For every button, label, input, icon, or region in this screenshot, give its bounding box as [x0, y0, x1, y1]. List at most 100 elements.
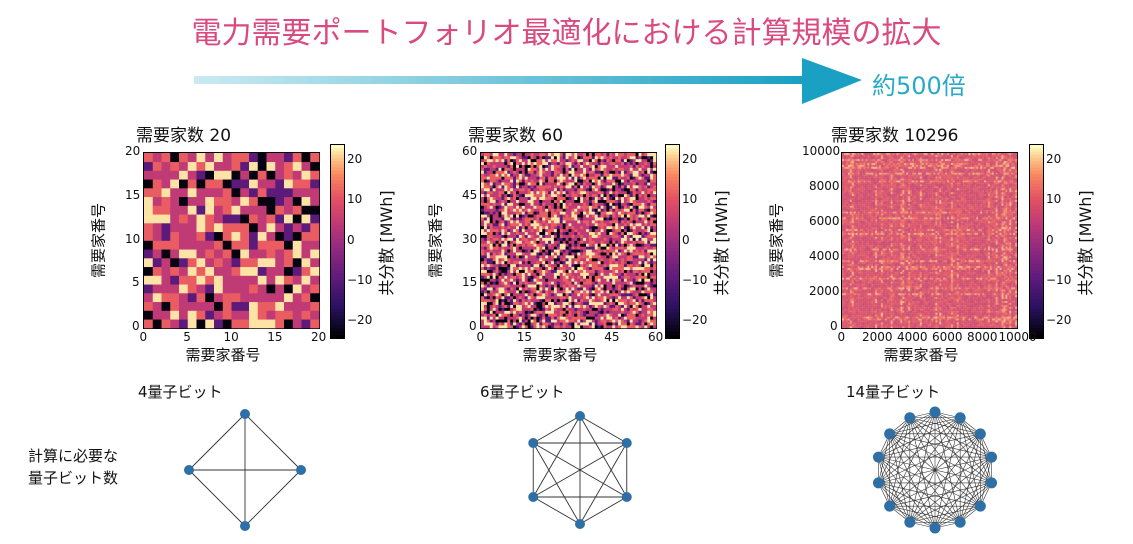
qubit-label-14: 14量子ビット	[846, 383, 941, 401]
heatmap-60	[480, 152, 657, 329]
graph-edge	[909, 505, 981, 523]
colorbar-label: 共分散 [MWh]	[1076, 189, 1095, 296]
y-axis-label: 需要家番号	[89, 202, 108, 278]
colorbar-tick-label: −10	[347, 272, 373, 287]
required-qubits-line-1: 計算に必要な	[28, 447, 119, 465]
qubit-graph-4	[184, 409, 306, 531]
qubit-graph-14	[872, 406, 998, 534]
graph-edge	[909, 417, 981, 507]
y-tick-label: 8000	[809, 179, 840, 193]
graph-edge	[579, 496, 627, 525]
y-axis-label: 需要家番号	[767, 202, 786, 278]
scale-arrow	[194, 58, 862, 104]
colorbar-2	[665, 144, 680, 339]
graph-edge	[889, 417, 961, 435]
y-axis-label: 需要家番号	[426, 202, 445, 278]
x-tick-label: 10	[223, 330, 239, 344]
x-tick-label: 8000	[967, 330, 998, 344]
colorbar-tick-label: 0	[682, 232, 690, 247]
required-qubits-label: 計算に必要な 量子ビット数	[28, 445, 118, 489]
qubit-node	[872, 477, 884, 489]
y-tick-label: 15	[125, 187, 141, 202]
graph-edge	[889, 505, 936, 529]
qubit-label-6: 6量子ビット	[480, 383, 565, 401]
graph-edge	[188, 469, 246, 527]
qubit-node	[621, 492, 632, 502]
graph-edge	[878, 433, 981, 458]
qubit-node	[296, 465, 306, 475]
x-tick-label: 0	[837, 330, 846, 344]
graph-edge	[532, 442, 581, 525]
colorbar-label: 共分散 [MWh]	[377, 189, 396, 296]
panel-title-10296: 需要家数 10296	[831, 126, 959, 146]
graph-edge	[878, 433, 890, 483]
y-tick-label: 0	[830, 319, 838, 333]
y-tick-label: 10	[125, 231, 141, 246]
x-tick-label: 5	[183, 330, 191, 344]
y-tick-label: 20	[125, 144, 141, 158]
graph-edge	[909, 417, 992, 484]
qubit-node	[884, 500, 896, 512]
panel-title-20: 需要家数 20	[136, 126, 232, 146]
colorbar-1	[330, 144, 345, 339]
qubit-node	[986, 451, 998, 463]
y-tick-label: 6000	[809, 214, 840, 228]
y-tick-label: 45	[462, 187, 478, 202]
graph-edge	[878, 456, 911, 523]
graph-edge	[889, 433, 961, 523]
graph-edge	[934, 411, 992, 458]
colorbar-tick-label: 20	[682, 152, 698, 166]
y-tick-label: 0	[132, 319, 140, 333]
graph-edge	[878, 482, 936, 529]
y-tick-label: 60	[462, 144, 478, 158]
graph-edge	[878, 417, 911, 484]
graph-edge	[878, 456, 981, 507]
graph-edge	[909, 417, 961, 523]
qubit-node	[884, 428, 896, 440]
graph-edge	[934, 433, 981, 529]
qubit-node	[986, 477, 998, 489]
colorbar-tick-label: 10	[347, 192, 363, 207]
x-axis-label: 需要家番号	[522, 346, 598, 364]
qubit-node	[954, 516, 966, 528]
colorbar-tick-label: −10	[682, 272, 708, 287]
colorbar-tick-label: −10	[1046, 272, 1072, 287]
qubit-node	[621, 438, 632, 448]
qubit-node	[240, 409, 250, 419]
graph-edge	[909, 417, 992, 458]
graph-edge	[889, 433, 992, 484]
colorbar-tick-label: 0	[1046, 232, 1054, 247]
x-tick-label: 6000	[932, 330, 963, 344]
x-axis-label: 需要家番号	[883, 346, 959, 364]
colorbar-tick-label: −20	[347, 313, 373, 327]
graph-edge	[959, 417, 992, 484]
graph-edge	[889, 411, 936, 507]
colorbar-tick-label: 20	[347, 152, 363, 166]
x-tick-label: 2000	[862, 330, 893, 344]
qubit-node	[575, 411, 585, 421]
qubit-node	[974, 500, 986, 512]
scale-factor-label: 約500倍	[872, 72, 966, 100]
y-tick-label: 4000	[809, 249, 840, 263]
graph-edge	[878, 456, 961, 523]
colorbar-tick-label: 20	[1046, 152, 1062, 166]
x-tick-label: 15	[267, 330, 283, 344]
graph-edge	[244, 469, 302, 527]
qubit-node	[974, 428, 986, 440]
page-title: 電力需要ポートフォリオ最適化における計算規模の拡大	[191, 16, 942, 51]
y-tick-label: 15	[462, 275, 478, 290]
qubit-node	[954, 412, 966, 424]
graph-edge	[533, 496, 581, 525]
graph-edge	[889, 433, 911, 523]
graph-edge	[878, 482, 981, 507]
qubit-node	[872, 451, 884, 463]
panel-title-60: 需要家数 60	[468, 126, 564, 146]
qubit-node	[184, 465, 194, 475]
qubit-node	[929, 406, 941, 418]
qubit-node	[904, 516, 916, 528]
graph-edge	[889, 505, 961, 523]
graph-edge	[878, 482, 911, 523]
x-tick-label: 30	[560, 330, 576, 344]
x-tick-label: 45	[604, 330, 620, 344]
graph-edge	[533, 415, 581, 444]
